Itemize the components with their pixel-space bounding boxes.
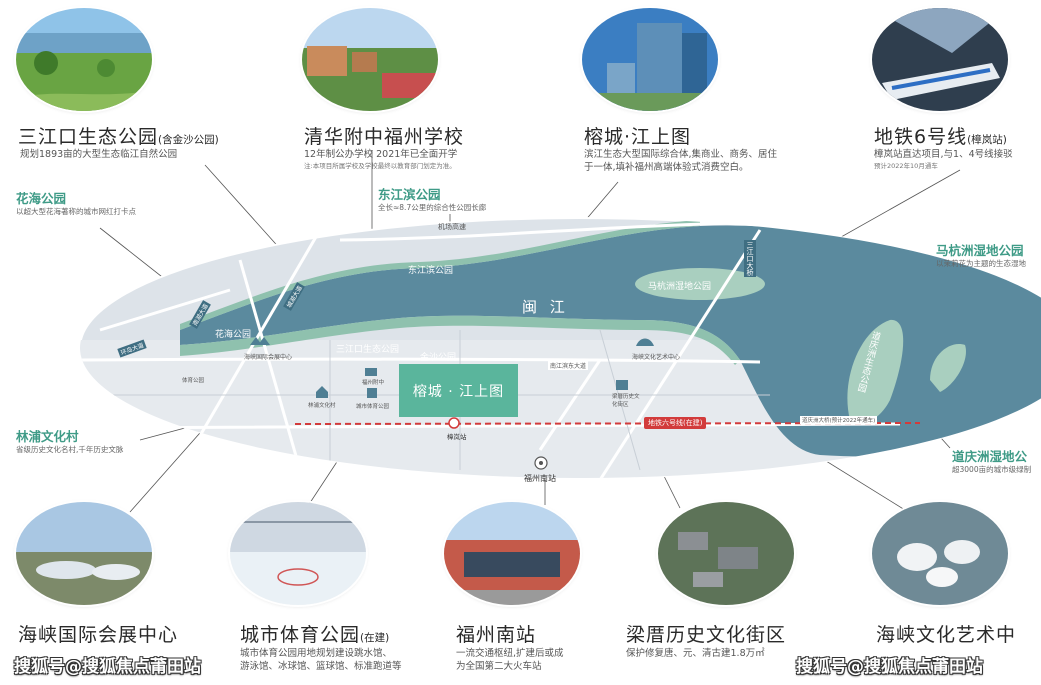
jinsha-map-label: 金沙公园 [420, 353, 457, 363]
metro-photo [872, 8, 1008, 111]
art-center-map-label: 海峡文化艺术中心 [632, 354, 681, 361]
project-highlight: 榕城 · 江上图 [399, 364, 518, 417]
linpu-title: 林浦文化村 [16, 429, 79, 444]
jiangshangtu-photo [582, 8, 718, 111]
subway-label: 地铁六号线(在建) [644, 417, 707, 429]
gym-map-label: 城市体育公园 [356, 404, 390, 410]
watermark-left: 搜狐号@搜狐焦点莆田站 [14, 657, 201, 677]
linpu-map-label: 林浦文化村 [308, 403, 336, 409]
mahang-desc: 以茉莉花为主题的生态湿地 [936, 259, 1026, 268]
huahai-title: 花海公园 [16, 191, 67, 206]
bottom-title-3: 福州南站 [456, 624, 537, 646]
top-desc-3a: 滨江生态大型国际综合体,集商业、商务、居住 [584, 149, 778, 160]
daoqing-title: 道庆洲湿地公 [952, 449, 1028, 464]
daoqing-desc: 超3000亩的城市级绿制 [952, 465, 1032, 474]
top-title-2: 清华附中福州学校 [304, 126, 465, 148]
top-desc-4: 樟岚站直达项目,与1、4号线接驳 [874, 149, 1013, 160]
huahai-desc: 以超大型花海著称的城市网红打卡点 [16, 207, 136, 216]
watermark-right: 搜狐号@搜狐焦点莆田站 [796, 657, 983, 677]
top-desc-2: 12年制公办学校 2021年已全面开学 [304, 149, 458, 160]
sports-park-map-label: 体育公园 [182, 378, 205, 384]
east-bund-title: 东江滨公园 [378, 187, 441, 202]
zhanglan-station-marker [448, 417, 460, 429]
top-desc-3b: 于一体,填补福州高端体验式消费空白。 [584, 162, 749, 173]
daoqing-island [847, 319, 904, 424]
liangcuo-map-label: 梁厝历史文化街区 [612, 394, 640, 408]
top-note-4: 预计2022年10月通车 [874, 162, 938, 170]
top-note-2: 注:本项目所属学校及学校最终以教育部门划定为准。 [304, 162, 456, 170]
river-label: 闽 江 [522, 298, 569, 316]
east-bund-desc: 全长≈8.7公里的综合性公园长廊 [378, 203, 487, 212]
bottom-title-4: 梁厝历史文化街区 [626, 624, 787, 646]
zhanglan-label: 樟岚站 [447, 433, 467, 441]
daoqing-bridge-label: 道庆洲大桥(预计2022年通车) [800, 416, 878, 424]
expo-map-label: 海峡国际会展中心 [244, 354, 293, 361]
huahai-map-label: 花海公园 [215, 330, 252, 340]
nanjiang-road-label: 南江滨东大道 [548, 361, 589, 370]
school-map-label: 福州附中 [362, 380, 385, 386]
tsinghua-school-photo [302, 8, 438, 111]
top-desc-1: 规划1893亩的大型生态临江自然公园 [20, 149, 178, 160]
top-title-1: 三江口生态公园(含金沙公园) [18, 126, 219, 148]
top-title-4: 地铁6号线(樟岚站) [874, 126, 1007, 148]
sanjiangkou-park-photo [16, 8, 152, 111]
expo-center-photo [16, 502, 152, 605]
bottom-desc-2a: 城市体育公园用地规划建设跳水馆、 [240, 648, 393, 659]
bottom-desc-2b: 游泳馆、冰球馆、篮球馆、标准跑道等 [240, 661, 402, 672]
airport-road-label: 机场高速 [438, 223, 466, 231]
east-bund-map-label: 东江滨公园 [408, 266, 454, 276]
sanjiang-bridge-label: 三江口大桥 [744, 240, 756, 277]
liangcuo-photo [658, 502, 794, 605]
bottom-title-1: 海峡国际会展中心 [18, 624, 179, 646]
bottom-desc-4: 保护修复唐、元、清古建1.8万㎡ [626, 648, 765, 659]
south-station-map-label: 福州南站 [524, 474, 556, 483]
sanjiangkou-map-label: 三江口生态公园 [336, 345, 400, 355]
bottom-title-5: 海峡文化艺术中 [876, 624, 1017, 646]
south-station-photo [444, 502, 580, 605]
bottom-desc-3b: 为全国第二大火车站 [456, 661, 542, 672]
bottom-title-2: 城市体育公园(在建) [240, 624, 390, 646]
mahang-island [635, 268, 765, 300]
top-title-3: 榕城·江上图 [584, 126, 692, 148]
linpu-desc: 省级历史文化名村,千年历史文脉 [16, 445, 124, 454]
bottom-desc-3a: 一流交通枢纽,扩建后或成 [456, 648, 564, 659]
sports-park-photo [230, 502, 366, 605]
mahang-title: 马杭洲湿地公园 [936, 243, 1024, 258]
mahang-map-label: 马杭洲湿地公园 [648, 282, 712, 292]
art-center-photo [872, 502, 1008, 605]
